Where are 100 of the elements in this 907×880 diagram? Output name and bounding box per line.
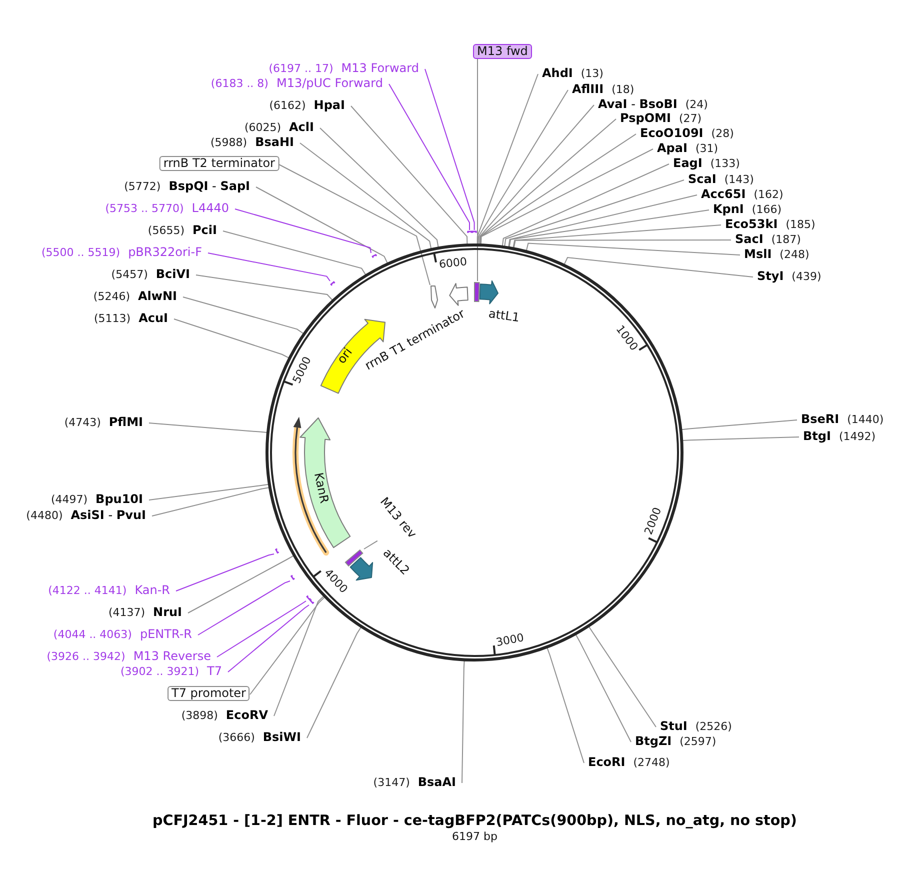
cut-site-position: (166) [752, 203, 782, 217]
leader-line [278, 164, 430, 286]
enzyme-name: ApaI [657, 141, 688, 155]
leader-line [682, 436, 800, 441]
primer-location: (5753 .. 5770) [105, 202, 184, 216]
feature-label: ori [335, 346, 355, 366]
leader-line [546, 647, 584, 764]
enzyme-name: NruI [153, 605, 182, 619]
leader-line [222, 230, 366, 276]
leader-line [388, 84, 470, 230]
feature-tag: T7 promoter [168, 686, 250, 701]
cut-site-position: (248) [780, 248, 810, 262]
enzyme-name: Eco53kI [725, 217, 778, 231]
cut-site-position: (27) [678, 112, 702, 126]
cut-site-position: (4743) [64, 416, 101, 430]
enzyme-name: BciVI [156, 267, 190, 281]
cut-site-position: (133) [710, 157, 740, 171]
cut-site-position: (2526) [695, 720, 732, 734]
cut-site-position: (3666) [218, 731, 255, 745]
enzyme-name: EcoRV [226, 708, 268, 722]
enzyme-name: Bpu10I [96, 492, 143, 506]
enzyme-name: PciI [192, 223, 217, 237]
enzyme-name: BsaHI [255, 135, 294, 149]
enzyme-name: SacI [735, 232, 764, 246]
cut-site-position: (6162) [269, 99, 306, 113]
enzyme-name: BsiWI [262, 730, 301, 744]
enzyme-name: StuI [660, 719, 688, 733]
leader-line [508, 194, 698, 248]
cut-site-position: (5457) [111, 268, 148, 282]
leader-line [196, 274, 333, 300]
diagram-title: pCFJ2451 - [1-2] ENTR - Fluor - ce-tagBFP2(PATCs(900bp), NLS, no_atg, no stop) [152, 813, 797, 830]
enzyme-name: MslI [744, 247, 772, 261]
leader-line [306, 626, 362, 738]
leader-line [462, 660, 465, 784]
leader-line [512, 224, 722, 248]
cut-site-position: (31) [695, 142, 718, 156]
cut-site-position: (439) [792, 270, 822, 284]
leader-line [526, 242, 740, 256]
primer-name: T7 [207, 664, 222, 678]
tick-label: 3000 [496, 632, 526, 648]
cut-site-position: (5246) [93, 290, 130, 304]
cut-site-position: (4480) [26, 509, 63, 523]
tick-label: 5000 [291, 355, 314, 386]
cut-site-position: (2748) [633, 756, 670, 770]
leader-line [564, 256, 754, 278]
leader-line [256, 186, 388, 264]
cut-site-position: (3147) [373, 776, 410, 790]
cut-site-position: (162) [754, 188, 784, 202]
leader-line [228, 604, 310, 672]
cut-site-position: (1492) [838, 430, 876, 444]
feature-tag: rrnB T2 terminator [159, 156, 279, 171]
tick-label: 2000 [642, 506, 663, 536]
leader-line [216, 600, 306, 658]
enzyme-name: StyI [757, 269, 784, 283]
leader-line [478, 90, 568, 244]
leader-line [476, 74, 538, 244]
leader-line [508, 210, 710, 248]
cut-site-position: (5988) [210, 136, 248, 150]
leader-line [480, 148, 654, 245]
enzyme-name: EcoRI [588, 755, 626, 769]
primer-name: M13 Reverse [133, 649, 211, 663]
cut-site-position: (143) [724, 173, 754, 187]
leader-line [274, 596, 324, 716]
cut-site-position: (185) [786, 218, 816, 232]
cut-site-position: (13) [580, 67, 604, 81]
leader-line [208, 252, 330, 282]
primer-location: (6197 .. 17) [268, 62, 334, 76]
cut-site-position: (24) [685, 98, 708, 112]
enzyme-name: EagI [673, 156, 702, 170]
leader-line [198, 580, 290, 636]
enzyme-name: BseRI [801, 412, 840, 426]
leader-line [148, 422, 268, 433]
leader-line [588, 626, 656, 728]
leader-line [182, 296, 304, 334]
leader-line [188, 555, 294, 614]
leader-line [477, 58, 478, 282]
leader-line [502, 164, 670, 246]
tick-label: 6000 [438, 256, 468, 270]
enzyme-name: BspQI - SapI [168, 179, 250, 193]
leader-line [174, 318, 290, 358]
primer-name: pBR322ori-F [128, 245, 202, 259]
feature-label: attL1 [488, 307, 520, 325]
primer-name: L4440 [192, 201, 229, 215]
primer-location: (4044 .. 4063) [53, 628, 132, 642]
cut-site-position: (5113) [94, 312, 131, 326]
primer-name: M13/pUC Forward [276, 76, 383, 90]
primer-name: Kan-R [134, 583, 170, 597]
leader-line [424, 68, 475, 230]
primer-location: (3926 .. 3942) [46, 650, 126, 664]
cut-site-position: (6025) [244, 121, 282, 135]
leader-line [176, 554, 274, 592]
enzyme-name: AhdI [542, 66, 573, 80]
cut-site-position: (18) [612, 83, 634, 97]
enzyme-name: ScaI [688, 172, 716, 186]
primer-location: (5500 .. 5519) [42, 246, 120, 260]
enzyme-name: BtgI [803, 429, 831, 443]
enzyme-name: Acc65I [701, 187, 746, 201]
leader-line [350, 106, 468, 245]
leader-line [250, 596, 325, 695]
enzyme-name: EcoO109I [640, 126, 704, 140]
